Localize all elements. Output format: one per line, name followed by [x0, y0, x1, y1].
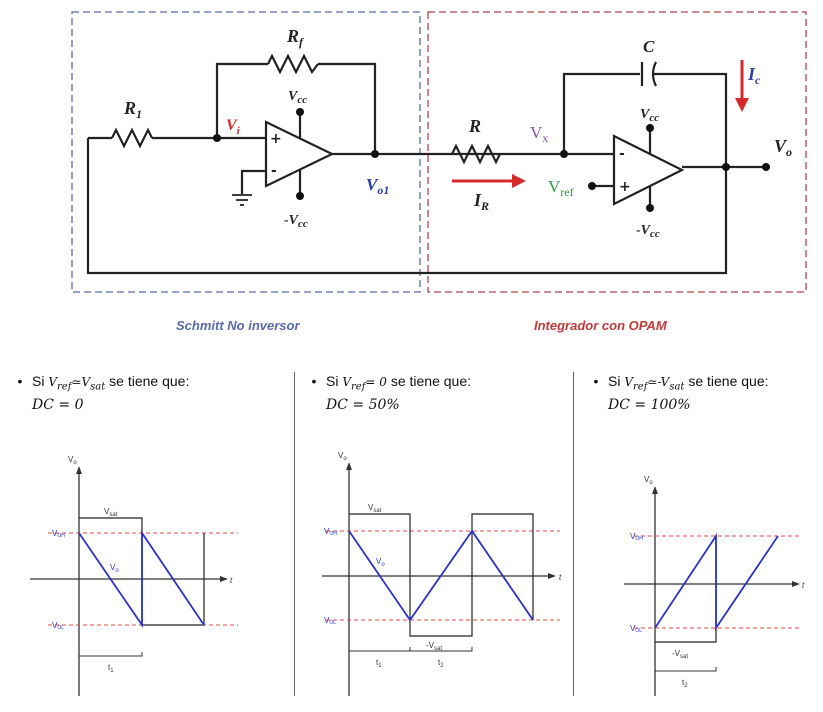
terminal-dot [296, 108, 304, 116]
svg-text:t1: t1 [108, 663, 114, 674]
svg-text:VOH: VOH [324, 527, 337, 537]
caption-schmitt: Schmitt No inversor [176, 318, 300, 333]
duty-cycle-1: DC = 0 [32, 397, 84, 414]
case-3-text: •Si Vref≃-Vsat se tiene que: DC = 100% [584, 372, 769, 414]
schmitt-region-box [71, 11, 421, 293]
svg-text:-Vsat: -Vsat [426, 641, 442, 652]
duty-cycle-2: DC = 50% [326, 397, 400, 414]
opamp2-plus-sign: + [619, 179, 631, 195]
junction-dot [722, 163, 730, 171]
label-vo: Vo [774, 136, 792, 159]
label-c: C [643, 37, 655, 56]
svg-text:t2: t2 [438, 658, 444, 669]
caption-integrator: Integrador con OPAM [534, 318, 668, 333]
label-r: R [468, 116, 481, 136]
ground-icon [232, 194, 252, 206]
label-ir: IR [473, 190, 489, 213]
label-vi: Vi [226, 117, 241, 137]
terminal-dot [646, 124, 654, 132]
case-2-text: •Si Vref= 0 se tiene que: DC = 50% [302, 372, 471, 414]
panel-divider [573, 372, 574, 696]
bullet: • [593, 373, 599, 389]
case-panel-3: •Si Vref≃-Vsat se tiene que: DC = 100% V… [584, 372, 820, 696]
label-rf: Rf [286, 26, 304, 49]
terminal-dot [646, 204, 654, 212]
svg-text:Vsat: Vsat [368, 503, 382, 514]
label-vo1: Vo1 [366, 175, 389, 197]
resistor-r [451, 143, 501, 165]
opamp2-minus-sign: - [619, 146, 625, 162]
svg-text:VOH: VOH [630, 532, 643, 542]
junction-dot [371, 150, 379, 158]
svg-text:Vo: Vo [376, 557, 385, 568]
svg-text:t: t [559, 573, 562, 582]
resistor-rf [267, 53, 319, 75]
svg-text:Vo: Vo [338, 451, 347, 462]
wire [240, 169, 266, 194]
feedback-wire [86, 138, 728, 275]
terminal-dot [296, 192, 304, 200]
wire [215, 62, 268, 138]
circuit-diagram: + - - + R1 Rf Vi Vcc -Vcc Vo1 R Vx IR Vr… [71, 11, 807, 333]
svg-text:t: t [802, 581, 805, 590]
svg-text:VOL: VOL [630, 624, 642, 634]
svg-text:Vo: Vo [110, 563, 119, 574]
label-vcc-top-1: Vcc [288, 89, 307, 106]
wire [653, 72, 728, 167]
duty-cycle-3: DC = 100% [608, 397, 691, 414]
terminal-dot [588, 182, 596, 190]
case-1-text: •Si Vref≃Vsat se tiene que: DC = 0 [8, 372, 190, 414]
svg-text:t1: t1 [376, 658, 382, 669]
current-ir-arrow-icon [452, 174, 526, 188]
label-vref: Vref [548, 177, 574, 199]
current-ic-arrow-icon [735, 60, 749, 112]
label-vcc-top-2: Vcc [640, 107, 659, 124]
junction-dot [213, 134, 221, 142]
waveform-plot-2: Vo t VOH VOL Vsat Vo -Vsat t1 t2 [322, 451, 562, 696]
svg-text:VOH: VOH [52, 529, 65, 539]
svg-text:t2: t2 [682, 678, 688, 689]
svg-text:VOL: VOL [52, 621, 64, 631]
svg-text:Vo: Vo [68, 455, 77, 466]
bullet: • [17, 373, 23, 389]
opamp1-plus-sign: + [270, 131, 282, 147]
svg-text:Vsat: Vsat [104, 507, 118, 518]
label-vcc-bottom-2: -Vcc [636, 223, 660, 240]
integrator-region-box [427, 11, 807, 293]
opamp1-minus-sign: - [271, 163, 277, 179]
opamp-2 [612, 134, 685, 206]
waveform-plot-1: Vo t VOH VOL Vsat Vo t1 [30, 455, 238, 696]
label-ic: Ic [747, 64, 761, 87]
resistor-r1 [111, 127, 153, 149]
svg-text:Vo: Vo [644, 475, 653, 486]
bullet: • [311, 373, 317, 389]
svg-text:t: t [230, 576, 233, 585]
label-vx: Vx [530, 123, 548, 145]
label-vcc-bottom-1: -Vcc [284, 213, 308, 230]
waveform-plot-3: Vo t VOH VOL -Vsat t2 [624, 475, 805, 696]
wire [318, 62, 377, 154]
case-panel-2: •Si Vref= 0 se tiene que: DC = 50% Vo t … [302, 372, 570, 696]
junction-dot [560, 150, 568, 158]
panel-divider [294, 372, 295, 696]
terminal-dot [762, 163, 770, 171]
svg-text:-Vsat: -Vsat [672, 649, 688, 660]
case-panel-1: •Si Vref≃Vsat se tiene que: DC = 0 Vo t … [8, 372, 288, 696]
svg-text:VOL: VOL [324, 616, 336, 626]
label-r1: R1 [123, 98, 142, 121]
wire [562, 72, 640, 154]
